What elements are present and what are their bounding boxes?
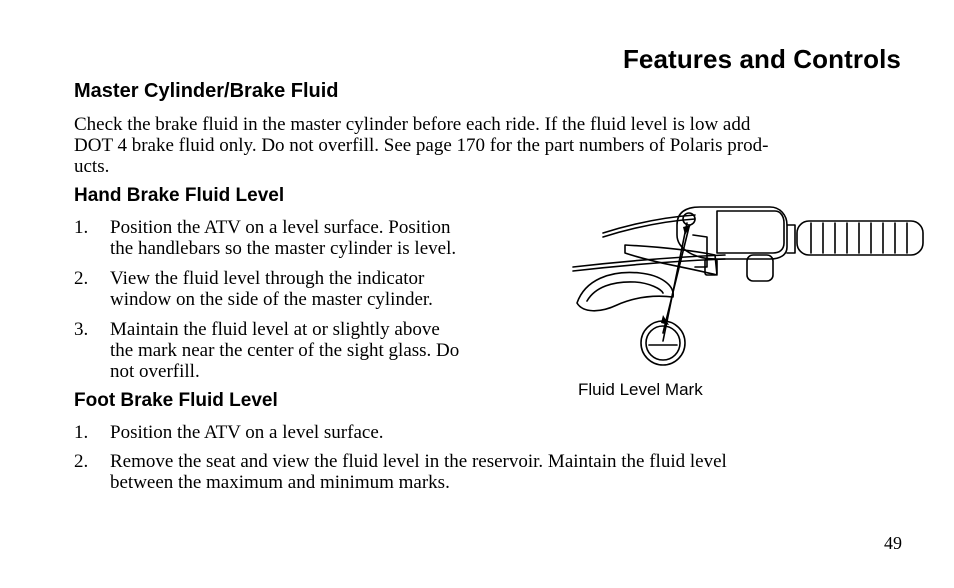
step-line: Position the ATV on a level surface. Pos… [110,217,451,238]
step-line: the handlebars so the master cylinder is… [110,238,457,259]
list-item: 3. Maintain the fluid level at or slight… [74,319,544,382]
page-number: 49 [884,533,902,553]
brake-hose [602,214,696,234]
hand-brake-steps: 1. Position the ATV on a level surface. … [74,217,544,382]
step-line: View the fluid level through the indicat… [110,268,425,289]
foot-brake-steps: 1. Position the ATV on a level surface. … [74,422,894,493]
step-line: not overfill. [110,361,200,382]
step-line: Remove the seat and view the fluid level… [110,451,727,472]
heading-master-cylinder: Master Cylinder/Brake Fluid [74,80,339,102]
step-number: 1. [74,422,89,443]
step-line: between the maximum and minimum marks. [110,472,450,493]
heading-foot-brake: Foot Brake Fluid Level [74,390,278,411]
list-item: 1. Position the ATV on a level surface. [74,422,894,443]
step-line: window on the side of the master cylinde… [110,289,433,310]
sight-glass [682,212,696,226]
intro-line: ucts. [74,156,110,177]
handlebar-master-cylinder-illustration [572,206,924,366]
step-line: Position the ATV on a level surface. [110,422,384,443]
heading-hand-brake: Hand Brake Fluid Level [74,185,285,206]
handlebar-tube [572,254,726,268]
figure-caption: Fluid Level Mark [578,380,703,399]
step-number: 3. [74,319,89,340]
fluid-level-callout [640,320,686,366]
step-number: 2. [74,268,89,289]
intro-paragraph: Check the brake fluid in the master cyli… [74,114,894,177]
step-line: Maintain the fluid level at or slightly … [110,319,440,340]
list-item: 2. View the fluid level through the indi… [74,268,544,310]
list-item: 2. Remove the seat and view the fluid le… [74,451,894,493]
list-item: 1. Position the ATV on a level surface. … [74,217,544,259]
step-number: 1. [74,217,89,238]
hand-guard [576,271,674,312]
section-title: Features and Controls [622,44,901,74]
handlebar-grip [796,220,924,256]
intro-line: Check the brake fluid in the master cyli… [74,114,751,135]
step-line: the mark near the center of the sight gl… [110,340,460,361]
step-number: 2. [74,451,89,472]
intro-line: DOT 4 brake fluid only. Do not overfill.… [74,135,769,156]
master-cylinder-body [676,206,788,260]
